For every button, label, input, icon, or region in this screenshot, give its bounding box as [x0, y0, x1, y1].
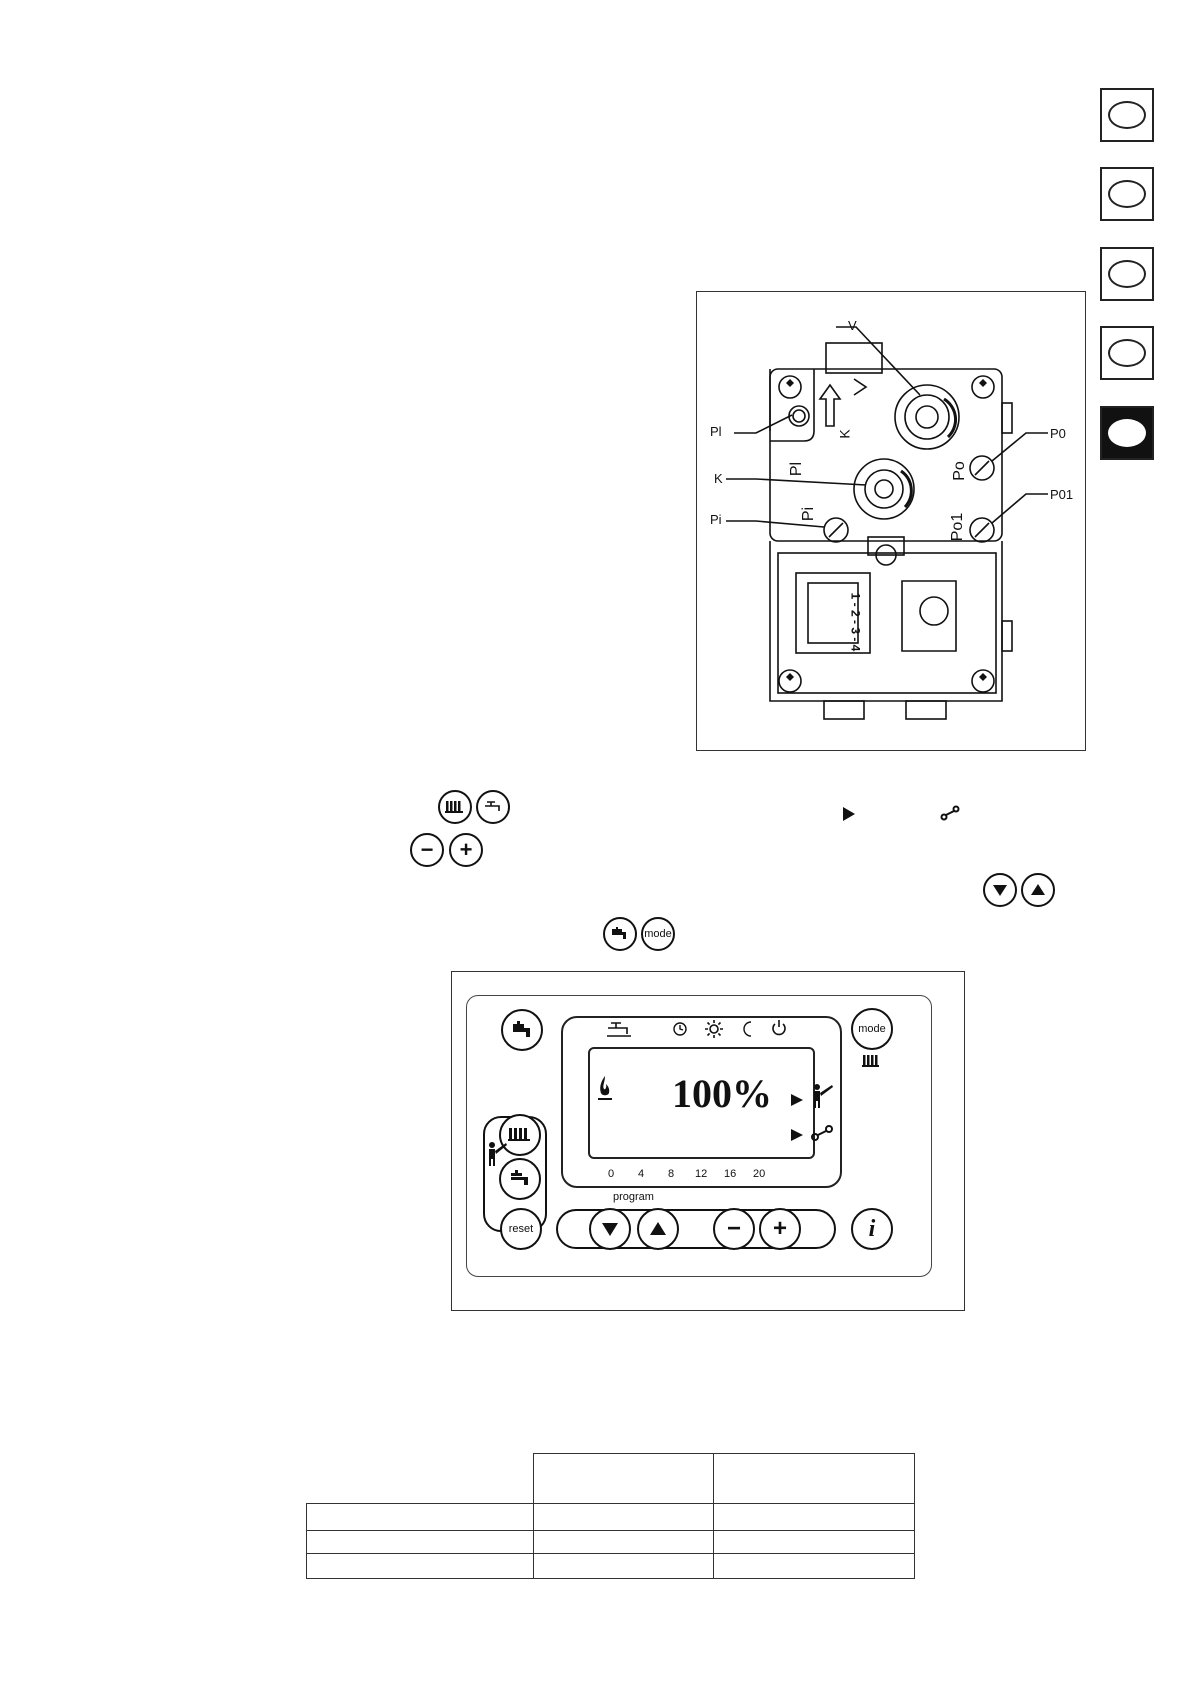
- radiator-icon: [445, 801, 463, 813]
- hot-water-button-2[interactable]: [603, 917, 637, 951]
- table-cell: [532, 1503, 714, 1531]
- control-panel-frame: [451, 971, 965, 1311]
- port-text-pi: Pi: [800, 506, 818, 522]
- table-cell: [306, 1530, 534, 1554]
- port-text-pl: Pl: [788, 461, 806, 477]
- radiator-icon: [508, 1128, 530, 1141]
- triangle-up-icon: [650, 1222, 666, 1235]
- wrench-icon: [811, 1125, 833, 1141]
- lang-tab-oval: [1108, 419, 1146, 447]
- table-row: [306, 1553, 915, 1579]
- mode-button[interactable]: mode: [641, 917, 675, 951]
- timeline-tick: 12: [695, 1168, 708, 1180]
- lang-tab-2[interactable]: [1100, 167, 1154, 221]
- panel-plus-button[interactable]: +: [759, 1208, 801, 1250]
- lcd-frame: [561, 1016, 842, 1188]
- clock-icon: [673, 1022, 687, 1036]
- tap-icon: [485, 801, 500, 811]
- power-icon: [772, 1020, 786, 1036]
- chimney-sweep-icon: [489, 1142, 507, 1166]
- label-v: V: [848, 318, 857, 333]
- lang-tab-oval: [1108, 180, 1146, 208]
- timeline-tick: 4: [638, 1168, 645, 1180]
- panel-minus-button[interactable]: −: [713, 1208, 755, 1250]
- gas-valve-drawing: [726, 326, 1048, 720]
- timeline-tick: 16: [724, 1168, 737, 1180]
- data-table: [306, 1453, 915, 1579]
- radiator-indicator-icon: [862, 1055, 879, 1067]
- k-mark: K: [836, 429, 853, 439]
- table-cell: [712, 1453, 915, 1504]
- reset-button[interactable]: reset: [500, 1208, 542, 1250]
- panel-hot-water-button-2[interactable]: [499, 1158, 541, 1200]
- triangle-down-icon: [993, 885, 1007, 896]
- table-cell: [712, 1530, 915, 1554]
- table-cell: [306, 1553, 534, 1579]
- arrow-right-icon: [791, 1094, 803, 1106]
- lang-tab-oval: [1108, 339, 1146, 367]
- timeline-tick: 8: [668, 1168, 675, 1180]
- triangle-up-icon: [1031, 884, 1045, 895]
- lang-tab-4[interactable]: [1100, 326, 1154, 380]
- hot-water-button[interactable]: [476, 790, 510, 824]
- panel-hot-water-button[interactable]: [501, 1009, 543, 1051]
- lcd-value: 100%: [672, 1071, 772, 1116]
- gas-valve-figure: [696, 291, 1086, 751]
- info-button[interactable]: i: [851, 1208, 893, 1250]
- arrow-right-icon: [843, 807, 855, 821]
- table-cell: [532, 1553, 714, 1579]
- label-p0: P0: [1050, 426, 1066, 441]
- table-cell: [532, 1530, 714, 1554]
- port-text-po1: Po1: [949, 512, 967, 542]
- tap-status-icon: [607, 1022, 631, 1037]
- label-p01: P01: [1050, 487, 1074, 502]
- wrench-icon: [940, 805, 960, 821]
- tap-icon: [511, 1170, 528, 1185]
- lang-tab-oval: [1108, 260, 1146, 288]
- control-bar: [556, 1209, 836, 1249]
- table-row: [306, 1530, 915, 1554]
- moon-icon: [743, 1021, 752, 1037]
- table-cell: [306, 1503, 534, 1531]
- lang-tab-oval: [1108, 101, 1146, 129]
- label-k: K: [714, 471, 723, 486]
- program-label: program: [613, 1191, 654, 1203]
- minus-button[interactable]: −: [410, 833, 444, 867]
- arrow-right-icon: [791, 1129, 803, 1141]
- steps-text: 1 - 2 - 3 - 4: [848, 592, 863, 652]
- panel-heating-button[interactable]: [499, 1114, 541, 1156]
- tap-filled-icon: [513, 1021, 530, 1037]
- lang-tab-1[interactable]: [1100, 88, 1154, 142]
- lang-tab-5-active[interactable]: [1100, 406, 1154, 460]
- tap-filled-icon: [612, 927, 626, 939]
- timeline-tick: 0: [608, 1168, 615, 1180]
- lang-tab-3[interactable]: [1100, 247, 1154, 301]
- control-panel: [466, 995, 932, 1277]
- plus-button[interactable]: +: [449, 833, 483, 867]
- sun-icon: [705, 1020, 723, 1038]
- triangle-down-icon: [602, 1223, 618, 1236]
- heating-button[interactable]: [438, 790, 472, 824]
- program-up-button[interactable]: [637, 1208, 679, 1250]
- table-cell: [712, 1553, 915, 1579]
- table-row: [306, 1503, 915, 1531]
- up-button[interactable]: [1021, 873, 1055, 907]
- panel-mode-button[interactable]: mode: [851, 1008, 893, 1050]
- flame-icon: [598, 1076, 612, 1100]
- chimney-sweep-icon: [814, 1084, 833, 1108]
- timeline-tick: 20: [753, 1168, 766, 1180]
- down-button[interactable]: [983, 873, 1017, 907]
- label-pi: Pi: [710, 512, 722, 527]
- label-pl: Pl: [710, 424, 722, 439]
- program-down-button[interactable]: [589, 1208, 631, 1250]
- port-text-po: Po: [950, 461, 968, 481]
- table-cell: [532, 1453, 714, 1504]
- table-header-row: [307, 1453, 915, 1504]
- table-cell: [307, 1454, 534, 1504]
- table-cell: [712, 1503, 915, 1531]
